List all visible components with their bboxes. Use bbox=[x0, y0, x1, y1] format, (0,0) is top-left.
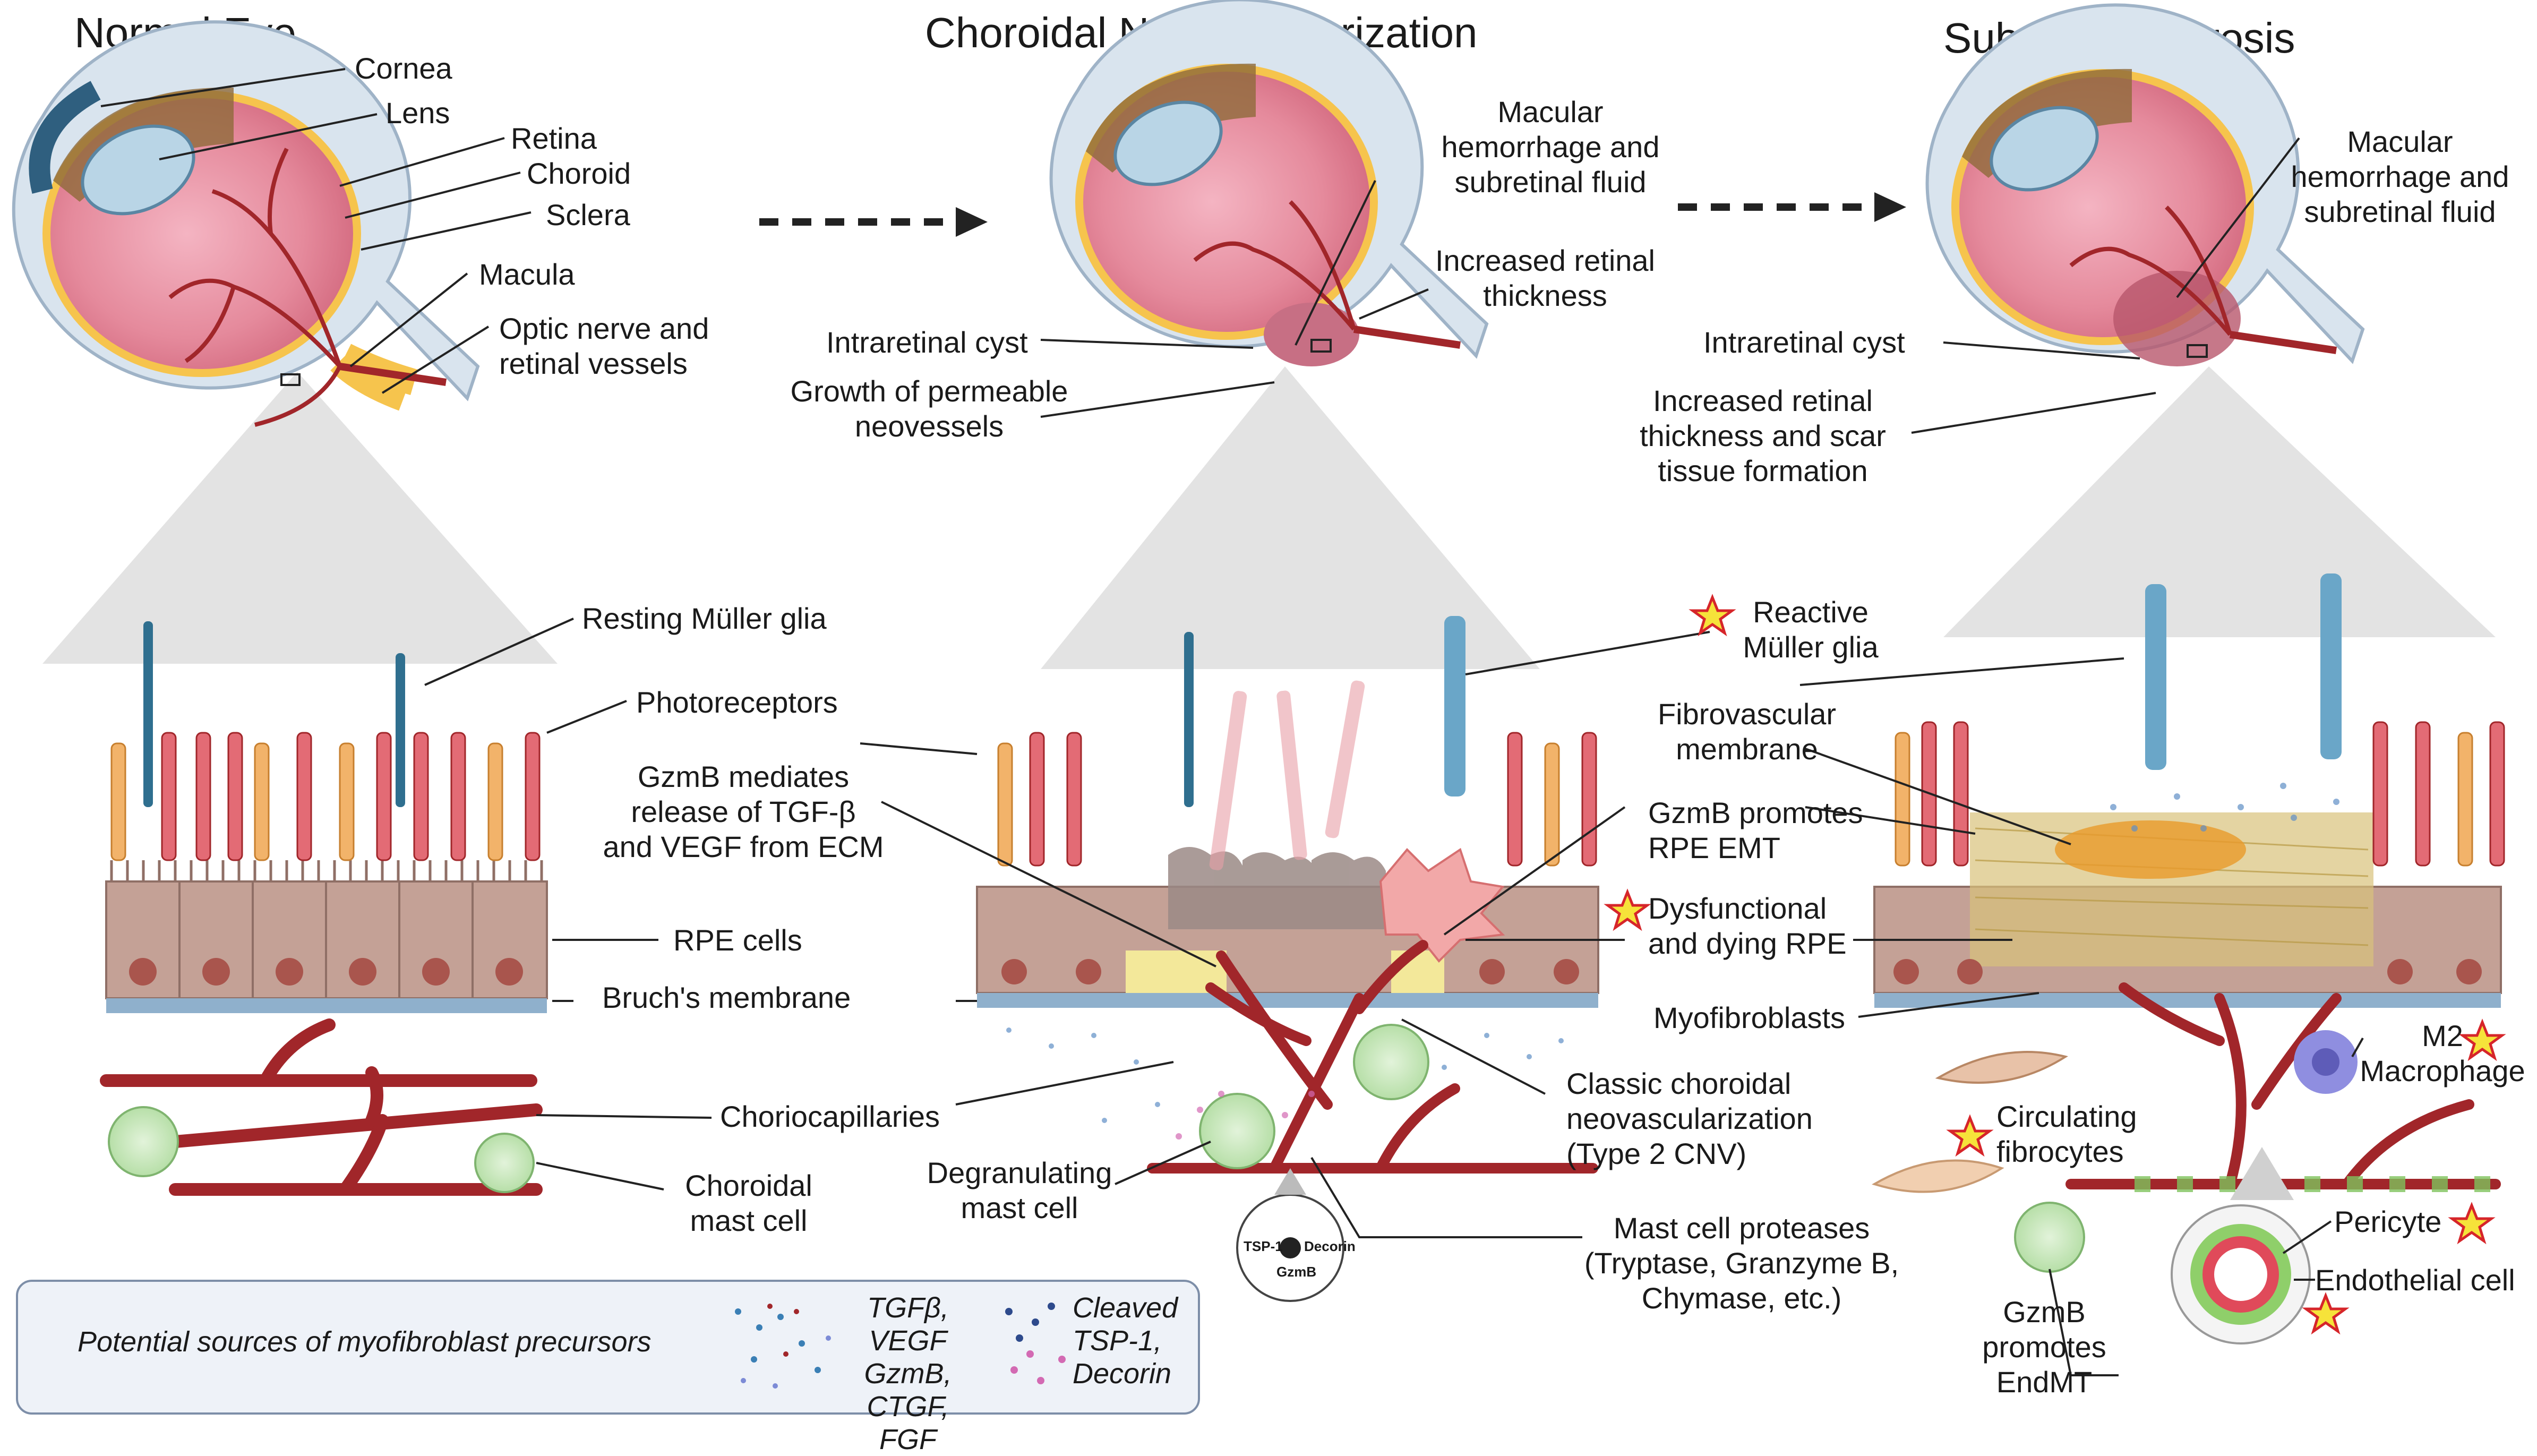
leader-lines bbox=[100, 68, 2364, 1376]
label-choroidal-mast: Choroidal mast cell bbox=[685, 1169, 812, 1237]
label-fib-thickness: Increased retinal thickness and scar tis… bbox=[1640, 384, 1886, 487]
mast-cell-fibrosis bbox=[2014, 1202, 2085, 1273]
legend-cleaved-dots bbox=[1005, 1303, 1066, 1384]
label-rpe-cells: RPE cells bbox=[673, 923, 802, 957]
diagram-canvas bbox=[12, 0, 2506, 1376]
label-endothelial: Endothelial cell bbox=[2315, 1263, 2515, 1297]
label-myofibroblasts: Myofibroblasts bbox=[1653, 1001, 1846, 1034]
label-lens: Lens bbox=[385, 96, 450, 130]
label-fibrovascular: Fibrovascular membrane bbox=[1657, 697, 1837, 766]
label-inset-tsp1: TSP-1 bbox=[1244, 1238, 1283, 1254]
label-cnv-growth: Growth of permeable neovessels bbox=[790, 374, 1068, 443]
label-reactive-muller: Reactive Müller glia bbox=[1743, 595, 1879, 664]
label-gzmb-release: GzmB mediates release of TGF-β and VEGF … bbox=[603, 760, 884, 863]
label-choriocapillaries: Choriocapillaries bbox=[720, 1100, 940, 1133]
mast-cell-cnv-2 bbox=[1353, 1024, 1429, 1100]
label-m2-macrophage: M2 Macrophage bbox=[2360, 1019, 2525, 1087]
label-classic-cnv: Classic choroidal neovascularization (Ty… bbox=[1566, 1067, 1813, 1170]
label-gzmb-emt: GzmB promotes RPE EMT bbox=[1648, 796, 1863, 864]
transition-arrow-1-head bbox=[956, 207, 988, 237]
tissue-cnv bbox=[976, 616, 1599, 1302]
transition-arrow-2-head bbox=[1874, 192, 1906, 222]
label-proteases: Mast cell proteases (Tryptase, Granzyme … bbox=[1584, 1211, 1899, 1315]
zoom-cone-cnv bbox=[1041, 366, 1540, 669]
label-circulating: Circulating fibrocytes bbox=[1996, 1100, 2137, 1168]
label-resting-muller: Resting Müller glia bbox=[582, 602, 827, 635]
label-inset-gzmb: GzmB bbox=[1276, 1264, 1317, 1280]
star-icon-circulating bbox=[1946, 1114, 1994, 1157]
legend-cleaved: Cleaved TSP-1, Decorin bbox=[1073, 1292, 1178, 1390]
label-photoreceptors: Photoreceptors bbox=[636, 686, 838, 719]
star-icon-dysfunctional bbox=[1604, 888, 1651, 931]
star-icon-endothelial bbox=[2302, 1292, 2350, 1335]
zoom-cone-fibrosis bbox=[1943, 366, 2496, 637]
label-sclera: Sclera bbox=[546, 198, 630, 232]
mast-cell-cnv-1 bbox=[1199, 1093, 1275, 1169]
label-cnv-macular: Macular hemorrhage and subretinal fluid bbox=[1441, 95, 1660, 199]
mast-cell-2 bbox=[474, 1133, 535, 1193]
label-pericyte: Pericyte bbox=[2334, 1205, 2442, 1238]
legend-box bbox=[16, 1280, 1200, 1415]
label-endmt: GzmB promotes EndMT bbox=[1982, 1295, 2106, 1399]
eye-cnv bbox=[1049, 0, 1489, 366]
photoreceptor-row-normal bbox=[110, 621, 541, 861]
label-retina: Retina bbox=[511, 122, 597, 155]
legend-factor-dots bbox=[735, 1304, 831, 1389]
legend-factors: TGFβ, VEGF GzmB, CTGF, FGF bbox=[864, 1292, 952, 1455]
label-fib-macular: Macular hemorrhage and subretinal fluid bbox=[2291, 125, 2509, 228]
label-cnv-cyst: Intraretinal cyst bbox=[826, 326, 1028, 359]
label-bruch: Bruch's membrane bbox=[602, 981, 851, 1014]
star-icon-m2 bbox=[2458, 1018, 2506, 1061]
label-cornea: Cornea bbox=[355, 52, 452, 85]
tissue-normal bbox=[100, 621, 548, 1196]
star-icon-reactive bbox=[1689, 594, 1736, 637]
label-fib-cyst: Intraretinal cyst bbox=[1703, 326, 1905, 359]
m2-macrophage bbox=[2294, 1030, 2358, 1094]
label-macula: Macula bbox=[479, 258, 575, 291]
label-dysfunctional-rpe: Dysfunctional and dying RPE bbox=[1648, 892, 1847, 960]
mast-cell-1 bbox=[108, 1106, 179, 1177]
star-icon-pericyte bbox=[2448, 1202, 2496, 1245]
legend-sources: Potential sources of myofibroblast precu… bbox=[78, 1326, 652, 1358]
eye-normal bbox=[12, 20, 480, 427]
label-degranulating: Degranulating mast cell bbox=[927, 1156, 1112, 1224]
label-optic-nerve: Optic nerve and retinal vessels bbox=[499, 312, 709, 380]
zoom-cone-normal bbox=[42, 372, 558, 664]
label-inset-decorin: Decorin bbox=[1304, 1238, 1356, 1254]
eye-fibrosis bbox=[1925, 3, 2365, 366]
label-choroid: Choroid bbox=[527, 157, 631, 190]
label-cnv-thickness: Increased retinal thickness bbox=[1435, 244, 1655, 312]
